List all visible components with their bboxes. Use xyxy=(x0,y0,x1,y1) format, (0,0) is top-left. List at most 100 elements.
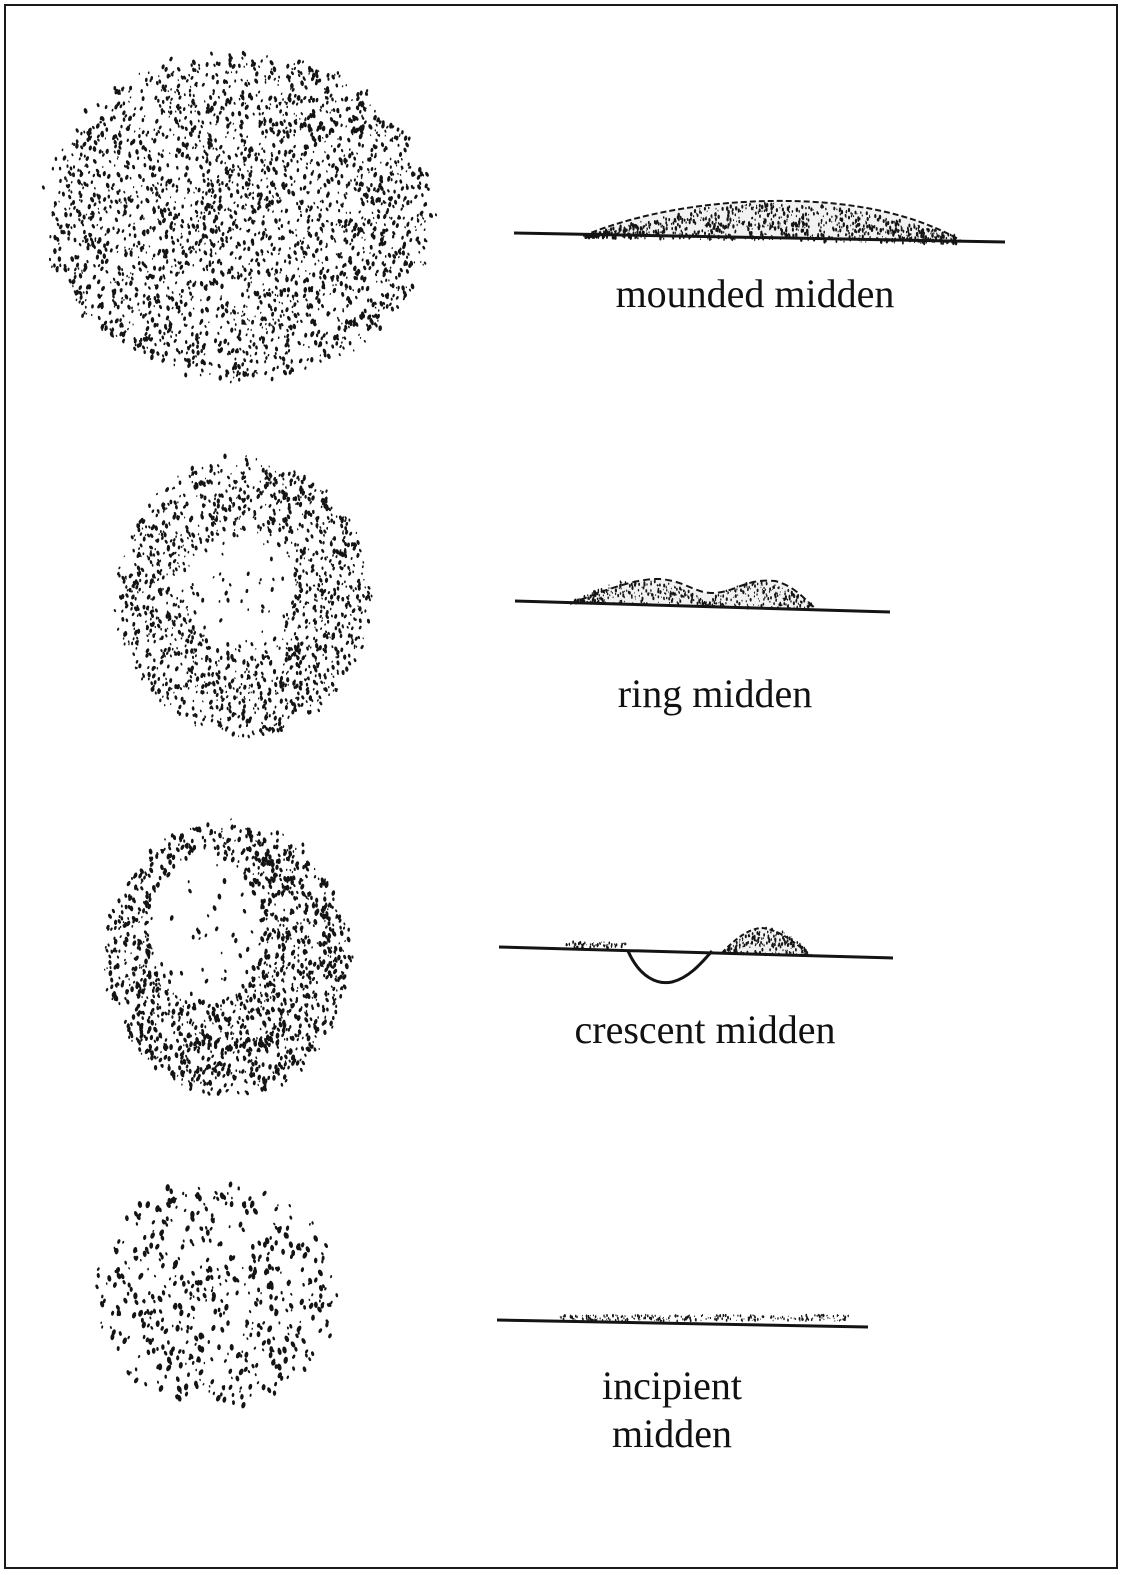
stipple-dot xyxy=(375,123,378,126)
stipple-dot xyxy=(236,183,238,187)
stipple-dot xyxy=(274,307,278,312)
stipple-dot xyxy=(330,513,333,516)
stipple-dot xyxy=(278,473,281,477)
stipple-dot xyxy=(82,214,85,219)
stipple-dot xyxy=(49,258,51,261)
stipple-dot xyxy=(327,620,329,624)
stipple-dot xyxy=(234,529,236,531)
stipple-dot xyxy=(255,677,258,680)
stipple-dot xyxy=(275,346,279,351)
stipple-dot xyxy=(200,349,203,353)
stipple-dot xyxy=(322,541,325,545)
stipple-dot xyxy=(243,685,247,690)
stipple-dot xyxy=(254,351,257,355)
stipple-dot xyxy=(235,323,237,326)
stipple-dot xyxy=(285,705,288,710)
stipple-dot xyxy=(144,611,148,616)
stipple-dot xyxy=(277,294,279,297)
stipple-dot xyxy=(283,172,288,177)
stipple-dot xyxy=(165,187,167,190)
stipple-dot xyxy=(275,471,277,473)
stipple-dot xyxy=(254,703,257,707)
stipple-dot xyxy=(129,588,132,592)
stipple-dot xyxy=(353,349,355,352)
stipple-dot xyxy=(261,465,263,467)
stipple-dot xyxy=(204,100,206,103)
stipple-dot xyxy=(322,137,324,139)
stipple-dot xyxy=(267,235,273,241)
stipple-dot xyxy=(287,961,292,966)
stipple-dot xyxy=(310,159,313,163)
stipple-dot xyxy=(150,998,156,1005)
stipple-dot xyxy=(435,213,438,217)
stipple-dot xyxy=(333,994,335,997)
stipple-dot xyxy=(282,833,284,836)
stipple-dot xyxy=(180,623,183,627)
stipple-dot xyxy=(280,210,283,213)
stipple-dot xyxy=(128,100,130,103)
stipple-dot xyxy=(260,59,263,63)
stipple-dot xyxy=(211,261,214,265)
stipple-dot xyxy=(185,712,188,717)
stipple-dot xyxy=(284,657,288,663)
stipple-dot xyxy=(304,333,308,338)
stipple-dot xyxy=(62,191,66,196)
stipple-dot xyxy=(348,653,351,657)
stipple-dot xyxy=(285,698,288,702)
stipple-dot xyxy=(195,654,197,657)
stipple-dot xyxy=(207,692,209,695)
stipple-dot xyxy=(270,587,274,592)
stipple-dot xyxy=(214,493,217,497)
stipple-dot xyxy=(297,946,299,949)
stipple-dot xyxy=(230,856,235,863)
stipple-dot xyxy=(336,595,340,601)
stipple-dot xyxy=(181,205,184,209)
stipple-dot xyxy=(293,144,296,148)
stipple-dot xyxy=(166,305,171,311)
stipple-dot xyxy=(114,199,119,205)
stipple-dot xyxy=(261,131,264,136)
stipple-dot xyxy=(179,480,182,485)
stipple-dot xyxy=(291,190,296,197)
stipple-dot xyxy=(246,484,250,488)
stipple-dot xyxy=(116,209,120,214)
stipple-dot xyxy=(173,338,177,343)
stipple-dot xyxy=(273,969,276,973)
stipple-dot xyxy=(177,562,179,565)
stipple-dot xyxy=(162,266,165,271)
stipple-dot xyxy=(376,209,380,214)
stipple-dot xyxy=(93,140,98,146)
stipple-dot xyxy=(329,111,331,113)
stipple-dot xyxy=(202,191,205,194)
stipple-dot xyxy=(326,527,328,530)
stipple-dot xyxy=(341,582,343,585)
stipple-dot xyxy=(303,1017,309,1024)
stipple-dot xyxy=(158,533,160,535)
stipple-dot xyxy=(363,251,365,254)
stipple-dot xyxy=(179,264,184,270)
stipple-dot xyxy=(281,576,284,580)
stipple-dot xyxy=(168,1002,171,1006)
stipple-dot xyxy=(173,500,178,506)
stipple-dot xyxy=(171,633,174,636)
stipple-dot xyxy=(229,214,234,220)
stipple-dot xyxy=(242,504,247,509)
stipple-dot xyxy=(345,84,347,87)
stipple-dot xyxy=(146,229,150,235)
stipple-dot xyxy=(158,125,162,130)
stipple-dot xyxy=(209,121,212,125)
stipple-dot xyxy=(264,75,267,78)
stipple-dot xyxy=(252,112,255,116)
stipple-dot xyxy=(357,288,361,294)
stipple-dot xyxy=(139,140,143,146)
stipple-dot xyxy=(282,933,285,936)
stipple-dot xyxy=(144,115,146,118)
stipple-dot xyxy=(189,639,193,644)
stipple-dot xyxy=(370,245,373,250)
stipple-dot xyxy=(304,1053,307,1057)
stipple-dot xyxy=(297,703,301,708)
stipple-dot xyxy=(157,313,160,317)
stipple-dot xyxy=(347,566,350,571)
stipple-dot xyxy=(171,183,175,188)
stipple-dot xyxy=(361,237,363,239)
